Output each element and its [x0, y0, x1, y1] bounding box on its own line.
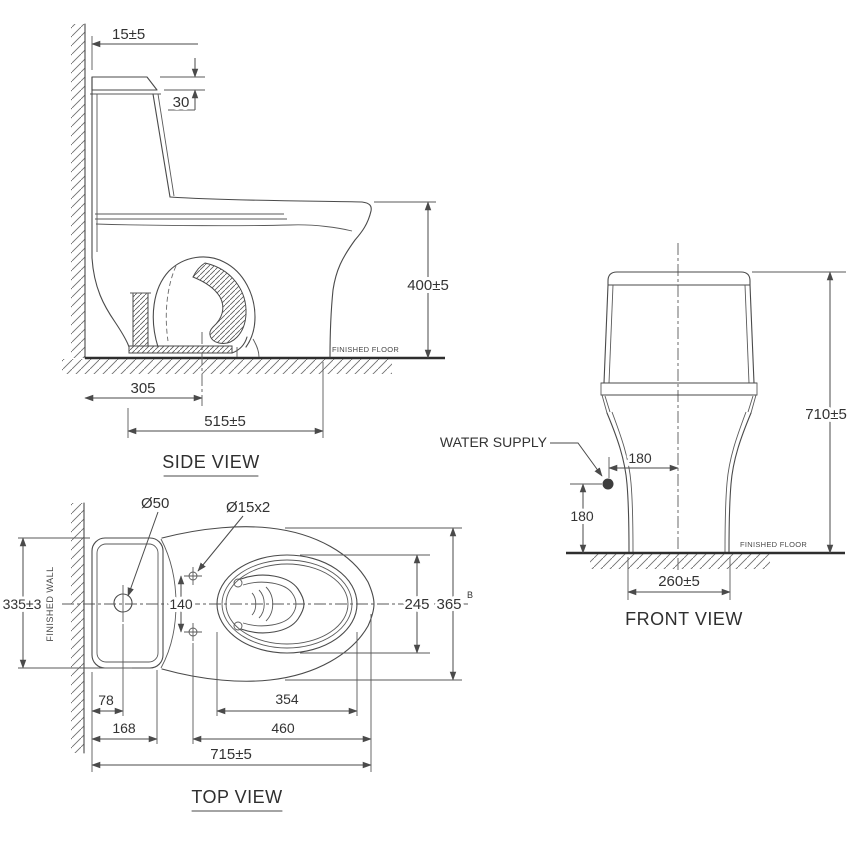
top-view-title: TOP VIEW — [191, 787, 282, 807]
front-finished-floor-label: FINISHED FLOOR — [740, 540, 807, 549]
side-view-toilet-outline — [90, 76, 372, 358]
front-view-toilet-outline — [600, 271, 758, 553]
front-view-title: FRONT VIEW — [625, 609, 743, 629]
side-finished-floor-label: FINISHED FLOOR — [332, 345, 399, 354]
dim-base-width: 260±5 — [658, 573, 700, 590]
side-view: 15±5 30 400±5 305 515±5 FINISHED FLOOR S… — [62, 23, 452, 477]
dim-rim-width-note: B — [467, 590, 473, 600]
front-view-floor — [566, 551, 845, 569]
dim-trap-setout: 305 — [130, 380, 155, 397]
seat-mounting-holes — [184, 567, 202, 641]
dim-rim-outer-length: 460 — [271, 720, 295, 736]
trap-channel-section — [192, 262, 247, 344]
top-view-wall — [71, 502, 85, 754]
trapway-outline — [152, 256, 256, 348]
top-view-dimensions: Ø50 Ø15x2 140 245 365 B 335±3 FINISHED — [0, 492, 473, 812]
dim-supply-offset: 180 — [628, 450, 652, 466]
tank-back-profile — [91, 76, 130, 348]
water-supply-label: WATER SUPPLY — [440, 434, 548, 450]
bowl-body-outline — [161, 526, 375, 682]
dim-rim-outer-width: 365 — [436, 596, 461, 613]
seat-rim-outer — [216, 554, 358, 654]
water-supply-point — [602, 478, 614, 490]
bowl-left-profile — [606, 412, 630, 553]
tank-lid — [91, 76, 158, 91]
dim-wall-gap: 15±5 — [112, 26, 145, 43]
bowl-right-profile — [728, 412, 752, 553]
side-view-title: SIDE VIEW — [162, 452, 260, 472]
base-flange-section — [128, 345, 233, 354]
dim-tank-depth: 168 — [112, 720, 136, 736]
dim-total-height: 710±5 — [805, 406, 847, 423]
front-view: WATER SUPPLY 180 180 710±5 260±5 FINISHE… — [437, 243, 850, 629]
side-view-wall — [71, 23, 86, 359]
front-view-dimensions: WATER SUPPLY 180 180 710±5 260±5 FINISHE… — [437, 271, 850, 629]
tank-top-outline — [91, 537, 164, 669]
dim-seat-hole-dia: Ø15x2 — [226, 499, 270, 516]
flush-valve-section — [132, 292, 149, 347]
side-view-trap-section — [128, 256, 260, 358]
dim-tank-hole-offset: 78 — [98, 692, 114, 708]
seat-cover-and-bowl-front — [169, 196, 372, 358]
dim-rim-inner-width: 245 — [404, 596, 429, 613]
dim-rim-inner-length: 354 — [275, 691, 299, 707]
dim-seat-height: 400±5 — [407, 277, 449, 294]
dim-overall-width: 335±3 — [3, 596, 42, 612]
dim-lid-height: 30 — [173, 94, 190, 111]
dim-total-depth: 715±5 — [210, 746, 252, 763]
tank-lid-front — [607, 271, 751, 286]
side-view-dimensions: 15±5 30 400±5 305 515±5 FINISHED FLOOR S… — [84, 23, 452, 477]
side-view-floor — [62, 356, 445, 374]
finished-wall-label: FINISHED WALL — [45, 566, 55, 641]
dim-depth: 515±5 — [204, 413, 246, 430]
dim-supply-height: 180 — [570, 508, 594, 524]
water-surface-outline — [240, 574, 305, 634]
dim-seat-hole-spacing: 140 — [169, 596, 193, 612]
top-view: Ø50 Ø15x2 140 245 365 B 335±3 FINISHED — [0, 492, 473, 812]
dim-flush-hole-dia: Ø50 — [141, 495, 169, 512]
